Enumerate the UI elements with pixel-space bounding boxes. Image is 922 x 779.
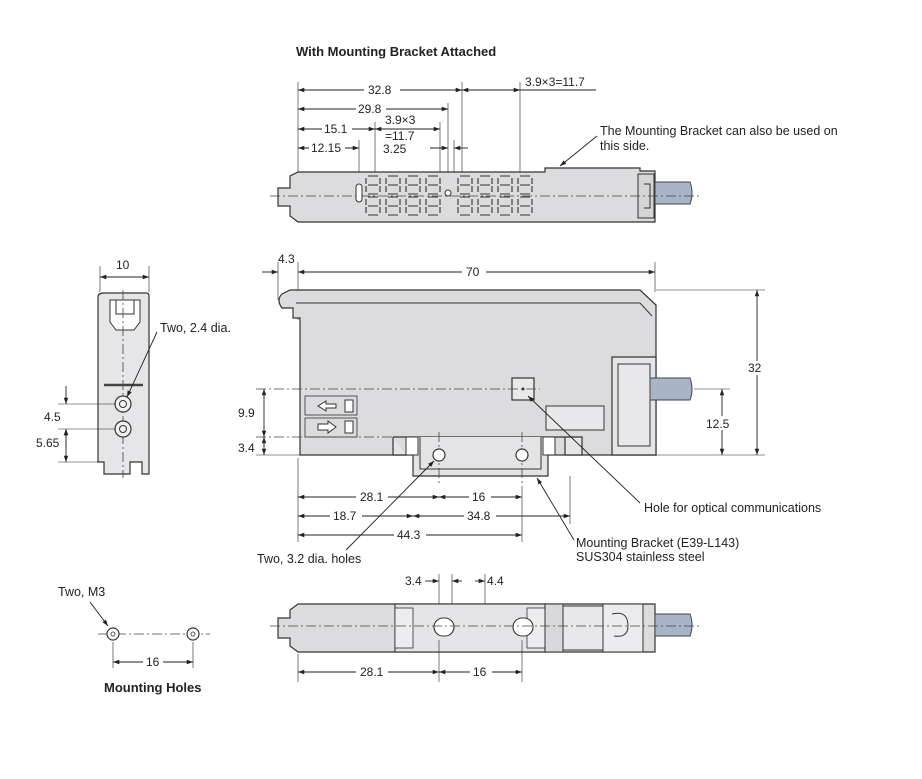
cable-top xyxy=(654,181,693,205)
front-view: 70 4.3 xyxy=(238,252,821,566)
dim-18-7: 18.7 xyxy=(333,509,357,523)
label-two-3-2-holes: Two, 3.2 dia. holes xyxy=(257,552,361,566)
digit-segment xyxy=(425,196,441,216)
digit-segment xyxy=(497,175,513,195)
dim-32-8: 32.8 xyxy=(368,83,392,97)
dim-4-4-bottom: 4.4 xyxy=(487,574,504,588)
dim-12-15: 12.15 xyxy=(311,141,341,155)
label-optical-hole: Hole for optical communications xyxy=(644,501,821,515)
digit-segment xyxy=(457,175,473,195)
digit-segment xyxy=(517,175,533,195)
digit-segment xyxy=(405,175,421,195)
dim-4-3: 4.3 xyxy=(278,252,295,266)
end-view: 10 Two, 2.4 dia. 4.5 5.65 xyxy=(36,258,231,478)
digit-segment xyxy=(477,175,493,195)
digit-segment xyxy=(365,196,381,216)
amplifier-body-top xyxy=(277,167,656,223)
dim-32: 32 xyxy=(748,361,762,375)
dim-3-4-bottom: 3.4 xyxy=(405,574,422,588)
dim-3-9x3: 3.9×3 xyxy=(385,113,416,127)
arrow-left-icon xyxy=(317,399,354,413)
dim-29-8: 29.8 xyxy=(358,102,382,116)
mounting-holes-view: Two, M3 16 Mounting Holes xyxy=(58,585,210,695)
digit-segment xyxy=(457,196,473,216)
seven-segment-display xyxy=(365,175,533,216)
digit-segment xyxy=(425,175,441,195)
digit-segment xyxy=(497,196,513,216)
dim-11-7: =11.7 xyxy=(385,129,415,143)
note-bracket-line2: this side. xyxy=(600,139,649,153)
digit-segment xyxy=(385,196,401,216)
top-view: 32.8 29.8 15.1 12.15 3.9×3 =11.7 3.25 3.… xyxy=(270,75,838,223)
dim-15-1: 15.1 xyxy=(324,122,348,136)
arrow-right-icon xyxy=(317,420,354,434)
dim-5-65: 5.65 xyxy=(36,436,60,450)
dim-12-5: 12.5 xyxy=(706,417,730,431)
digit-segment xyxy=(385,175,401,195)
digit-segment xyxy=(405,196,421,216)
dim-4-5: 4.5 xyxy=(44,410,61,424)
dim-3-9x3-11-7: 3.9×3=11.7 xyxy=(525,75,585,89)
drawing-title: With Mounting Bracket Attached xyxy=(296,44,496,59)
dim-28-1-bottom: 28.1 xyxy=(360,665,384,679)
dim-16: 16 xyxy=(472,490,486,504)
dim-44-3: 44.3 xyxy=(397,528,421,542)
dim-16-bottom: 16 xyxy=(473,665,487,679)
dim-10: 10 xyxy=(116,258,130,272)
mounting-holes-caption: Mounting Holes xyxy=(104,680,202,695)
dim-9-9: 9.9 xyxy=(238,406,255,420)
dim-34-8: 34.8 xyxy=(467,509,491,523)
cable-bottom xyxy=(654,613,693,637)
dim-70: 70 xyxy=(466,265,480,279)
cable-front xyxy=(649,377,693,401)
dim-16-holes: 16 xyxy=(146,655,160,669)
label-two-2-4-dia: Two, 2.4 dia. xyxy=(160,321,231,335)
label-bracket-model: Mounting Bracket (E39-L143) xyxy=(576,536,739,550)
label-bracket-material: SUS304 stainless steel xyxy=(576,550,705,564)
label-two-m3: Two, M3 xyxy=(58,585,105,599)
dim-28-1: 28.1 xyxy=(360,490,384,504)
dim-3-4: 3.4 xyxy=(238,441,255,455)
digit-segment xyxy=(365,175,381,195)
dim-3-25: 3.25 xyxy=(383,142,407,156)
bottom-view: 3.4 4.4 28.1 16 xyxy=(270,574,700,682)
note-bracket-line1: The Mounting Bracket can also be used on xyxy=(600,124,838,138)
digit-segment xyxy=(477,196,493,216)
digit-segment xyxy=(517,196,533,216)
